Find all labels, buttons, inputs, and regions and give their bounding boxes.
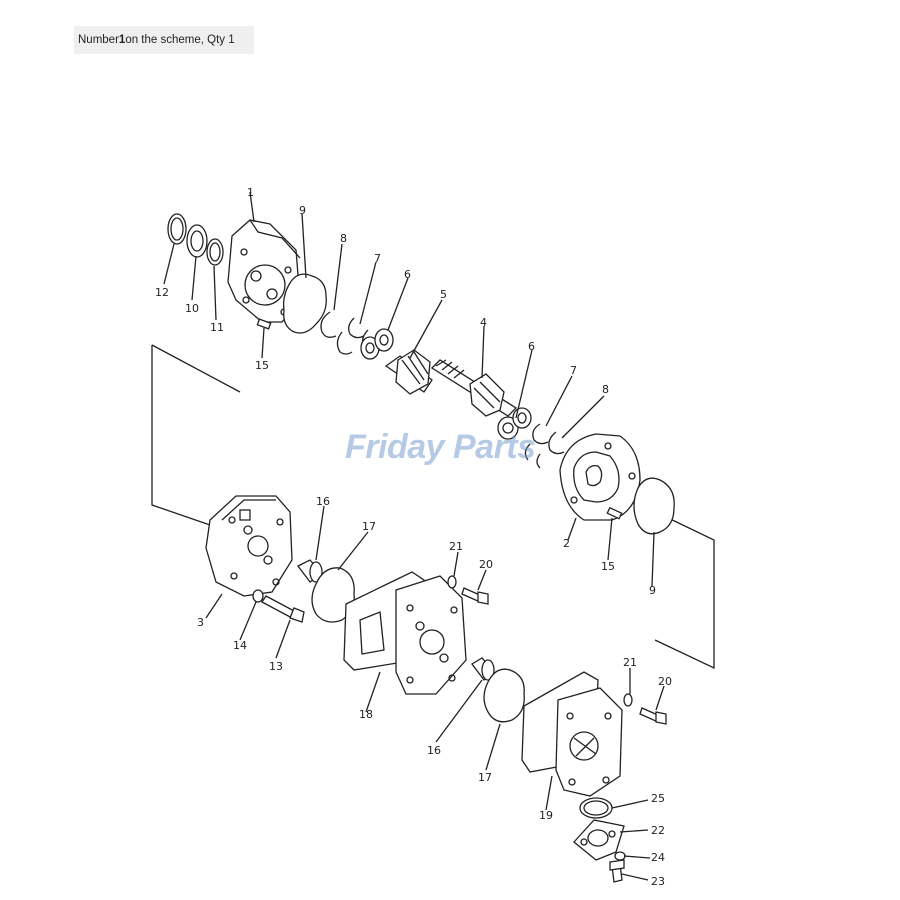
part-25-o-ring (579, 797, 613, 819)
label-18: 18 (359, 708, 373, 721)
label-20-top: 20 (479, 558, 493, 571)
part-16-bearing-top (297, 559, 323, 583)
caption-suffix: on the scheme, Qty 1 (125, 34, 235, 46)
label-7-top: 7 (374, 252, 381, 265)
label-13: 13 (269, 660, 283, 673)
part-10-seal (186, 224, 208, 258)
label-25: 25 (651, 792, 665, 805)
part-5-gear-shaft (384, 349, 433, 395)
label-8-lower: 8 (602, 383, 609, 396)
label-23: 23 (651, 875, 665, 888)
caption-prefix: Number (78, 34, 119, 46)
part-16-bearing-lower (471, 657, 495, 681)
part-19-pump-body (521, 671, 623, 797)
guide-line-right (654, 514, 715, 670)
label-17-lower: 17 (478, 771, 492, 784)
leader-lines (163, 191, 665, 881)
part-caption: Number 1 on the scheme, Qty 1 (74, 26, 254, 54)
part-3-body (205, 495, 293, 597)
part-9-gasket-top (282, 273, 327, 334)
label-2: 2 (563, 537, 570, 550)
part-8-clip-top (320, 311, 353, 355)
part-12-ring (167, 213, 187, 245)
part-20-bolt-lower (639, 707, 667, 725)
label-19: 19 (539, 809, 553, 822)
label-22: 22 (651, 824, 665, 837)
label-17-top: 17 (362, 520, 376, 533)
label-1: 1 (247, 186, 254, 199)
guide-line-left (151, 345, 211, 526)
caption-number: 1 (118, 34, 126, 46)
part-13-bolt (261, 595, 305, 623)
label-21-top: 21 (449, 540, 463, 553)
watermark-logo: Friday Parts (345, 428, 536, 466)
part-23-bolt (609, 859, 625, 883)
part-15-pin-lower (606, 506, 623, 520)
label-9-lower: 9 (649, 584, 656, 597)
part-15-pin-top (256, 318, 272, 330)
part-2-rear-plate (559, 433, 641, 521)
part-21-washer-lower (623, 693, 633, 707)
label-12: 12 (155, 286, 169, 299)
part-11-ring (206, 238, 224, 266)
label-11: 11 (210, 321, 224, 334)
label-6-lower: 6 (528, 340, 535, 353)
label-8-top: 8 (340, 232, 347, 245)
label-15-top: 15 (255, 359, 269, 372)
label-3: 3 (197, 616, 204, 629)
label-16-lower: 16 (427, 744, 441, 757)
label-9-top: 9 (299, 204, 306, 217)
label-21-lower: 21 (623, 656, 637, 669)
label-14: 14 (233, 639, 247, 652)
label-24: 24 (651, 851, 665, 864)
label-4: 4 (480, 316, 487, 329)
label-15-lower: 15 (601, 560, 615, 573)
part-9-gasket-lower (633, 477, 675, 535)
label-20-lower: 20 (658, 675, 672, 688)
label-7-lower: 7 (570, 364, 577, 377)
label-5: 5 (440, 288, 447, 301)
label-10: 10 (185, 302, 199, 315)
part-22-flange (573, 819, 625, 861)
part-6-bushing-top (360, 328, 394, 360)
part-14-washer (252, 589, 264, 603)
label-6-top: 6 (404, 268, 411, 281)
part-24-washer (614, 851, 626, 861)
part-17-gasket-lower (483, 668, 525, 723)
part-7-clip-lower (524, 423, 549, 461)
part-21-washer-top (447, 575, 457, 589)
label-16-top: 16 (316, 495, 330, 508)
part-4-drive-shaft (430, 359, 518, 417)
guide-line-left-top (151, 344, 241, 393)
part-20-bolt-top (461, 587, 489, 605)
part-18-pump-body (343, 571, 467, 695)
part-8-clip-lower (536, 431, 565, 469)
